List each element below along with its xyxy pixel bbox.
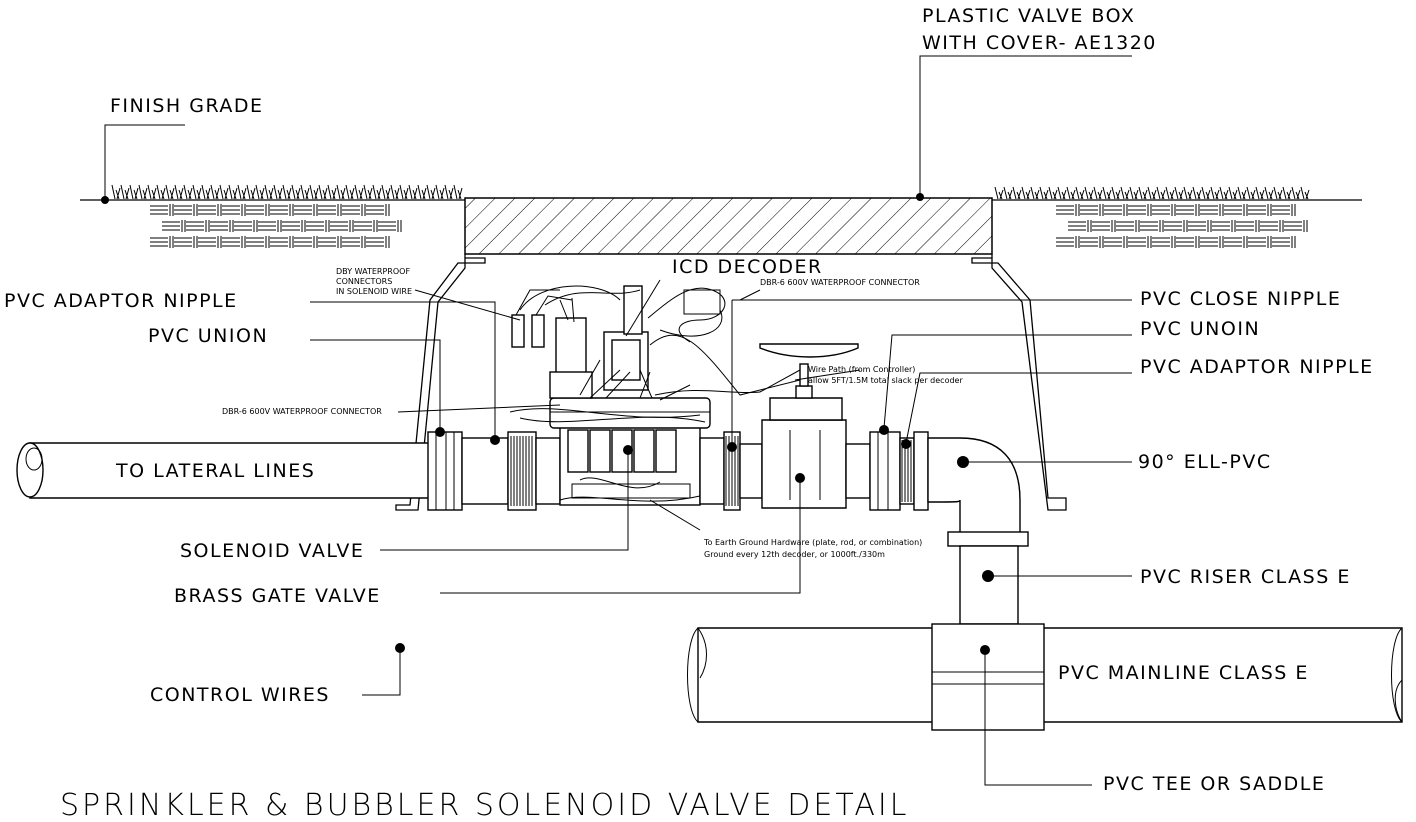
pvc-mainline bbox=[687, 623, 1403, 731]
note-dby-3: IN SOLENOID WIRE bbox=[336, 287, 412, 296]
pvc-union-right bbox=[869, 431, 929, 511]
label-pvc-union: PVC UNION bbox=[148, 325, 268, 347]
note-ground-1: To Earth Ground Hardware (plate, rod, or… bbox=[703, 538, 922, 547]
label-control-wires: CONTROL WIRES bbox=[150, 684, 330, 706]
dbr-connector-top bbox=[647, 287, 801, 396]
label-solenoid-valve: SOLENOID VALVE bbox=[180, 540, 364, 562]
note-wire-path-1: Wire Path (from Controller) bbox=[808, 365, 915, 374]
note-ground-2: Ground every 12th decoder, or 1000ft./33… bbox=[704, 550, 885, 559]
grass-left bbox=[111, 184, 463, 200]
control-wires bbox=[654, 384, 761, 401]
solenoid-coil bbox=[549, 285, 653, 399]
leader-dots bbox=[101, 193, 994, 655]
label-brass-gate-valve: BRASS GATE VALVE bbox=[174, 585, 381, 607]
label-pvc-adaptor-nipple-right: PVC ADAPTOR NIPPLE bbox=[1140, 356, 1374, 378]
dby-connectors bbox=[511, 285, 641, 348]
soil-pattern-left bbox=[150, 204, 402, 248]
label-pvc-close-nipple: PVC CLOSE NIPPLE bbox=[1140, 288, 1341, 310]
label-icd-decoder: ICD DECODER bbox=[672, 256, 823, 278]
note-wire-path-2: allow 5FT/1.5M total slack per decoder bbox=[808, 376, 963, 385]
label-pvc-tee: PVC TEE OR SADDLE bbox=[1103, 773, 1325, 795]
label-pvc-adaptor-nipple-left: PVC ADAPTOR NIPPLE bbox=[4, 290, 238, 312]
pvc-elbow-90 bbox=[927, 437, 1021, 536]
label-plastic-valve-box-2: WITH COVER- AE1320 bbox=[922, 32, 1157, 54]
solenoid-valve-body bbox=[509, 397, 711, 506]
pvc-riser bbox=[947, 531, 1029, 625]
note-dbr-top: DBR-6 600V WATERPROOF CONNECTOR bbox=[760, 278, 920, 287]
label-pvc-riser: PVC RISER CLASS E bbox=[1140, 566, 1351, 588]
label-pvc-unoin: PVC UNOIN bbox=[1140, 318, 1260, 340]
label-plastic-valve-box-1: PLASTIC VALVE BOX bbox=[922, 5, 1135, 27]
valve-box-body bbox=[395, 257, 1067, 511]
soil-pattern-right bbox=[1056, 204, 1308, 248]
note-dby-2: CONNECTORS bbox=[336, 277, 392, 286]
leader-lines bbox=[104, 55, 1132, 786]
drawing-title: SPRINKLER & BUBBLER SOLENOID VALVE DETAI… bbox=[60, 788, 909, 822]
note-dby-1: DBY WATERPROOF bbox=[336, 267, 410, 276]
note-dbr-left: DBR-6 600V WATERPROOF CONNECTOR bbox=[222, 407, 382, 416]
valve-box-cover bbox=[464, 197, 993, 258]
finish-grade-ground bbox=[80, 184, 1362, 248]
brass-gate-valve bbox=[739, 343, 871, 509]
pvc-adaptor-left bbox=[507, 431, 561, 511]
label-ell-pvc: 90° ELL-PVC bbox=[1138, 451, 1272, 473]
grass-right bbox=[994, 186, 1310, 200]
label-pvc-mainline: PVC MAINLINE CLASS E bbox=[1058, 662, 1309, 684]
label-finish-grade: FINISH GRADE bbox=[110, 95, 264, 117]
label-to-lateral-lines: TO LATERAL LINES bbox=[115, 460, 315, 482]
